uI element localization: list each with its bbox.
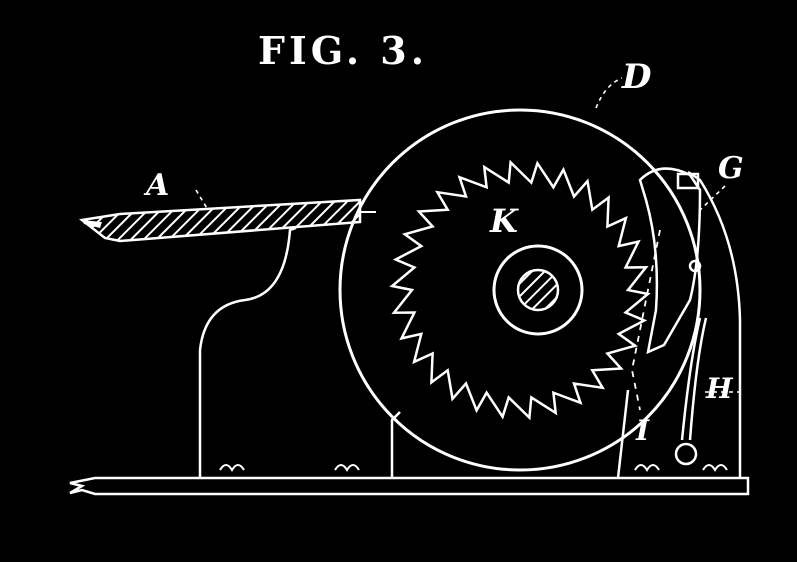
shaft-section — [516, 268, 560, 312]
ratchet-wheel-k — [389, 159, 651, 421]
label-h: H — [705, 372, 734, 405]
spring-h — [674, 317, 708, 466]
pawl-dashed-path — [631, 229, 661, 411]
label-a: A — [143, 168, 169, 203]
drum-pedestal — [390, 411, 401, 478]
label-i: I — [635, 414, 650, 447]
base-plate — [69, 476, 750, 496]
label-d: D — [621, 57, 652, 97]
leader-lines — [195, 77, 740, 393]
anvil-support — [198, 226, 297, 478]
bar-a — [78, 198, 376, 243]
pawl-g — [638, 167, 702, 355]
hub — [492, 244, 584, 336]
side-standard — [616, 170, 742, 479]
drum-d — [338, 108, 702, 472]
label-k: K — [489, 202, 519, 240]
label-g: G — [718, 151, 744, 186]
figure-title: FIG. 3. — [258, 28, 428, 73]
mounting-bolts — [219, 464, 728, 472]
